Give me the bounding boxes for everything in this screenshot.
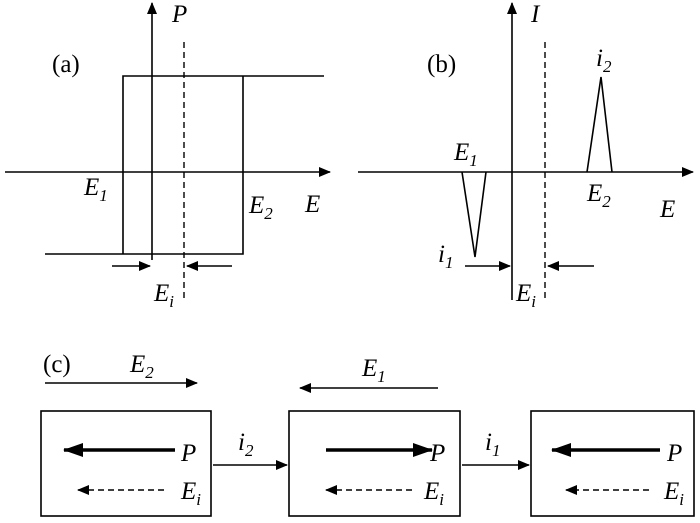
panel-b-axis-e: E [659,196,675,223]
panel-a-label-e1: E1 [83,174,108,205]
panel-b-label-i2: i2 [596,45,612,76]
state-box-3-ei: Ei [663,478,684,509]
panel-a-axis-e: E [304,191,320,218]
panel-b-label-e1: E1 [453,139,478,170]
state-box-1: P Ei [40,410,212,517]
state-box-2-p: P [429,440,445,467]
panel-b-switching-current: (b) I E E1 E2 i2 i1 Ei [358,1,694,311]
panel-b-label-ei: Ei [515,280,536,311]
panel-a-tag: (a) [52,51,80,78]
state-box-1-ei: Ei [180,478,201,509]
state-box-2-frame [288,410,461,517]
panel-a-label-e2: E2 [248,192,273,223]
hysteresis-loop [45,75,324,255]
state-box-3-p: P [666,440,682,467]
panel-a-axis-p: P [171,1,187,28]
panel-c-tag: (c) [43,351,71,378]
panel-a-label-ei: Ei [153,280,174,311]
panel-b-tag: (b) [427,51,456,78]
panel-a-hysteresis: (a) P E E1 E2 Ei [5,1,331,311]
current-peak-positive [586,76,613,173]
state-box-1-p: P [180,440,196,467]
applied-field-e2-label: E2 [129,351,154,382]
state-box-2-ei: Ei [423,478,444,509]
panel-b-label-e2: E2 [586,180,611,211]
state-box-2: P Ei [288,410,461,517]
panel-c-switching-sequence: (c) E2 E1 P Ei i2 P Ei i1 P [40,351,695,517]
state-box-3-frame [530,410,695,517]
applied-field-e1-label: E1 [361,355,386,386]
state-box-1-frame [40,410,212,517]
state-box-3: P Ei [530,410,695,517]
current-peak-negative [461,171,487,258]
transition-1-label: i2 [238,429,254,460]
panel-b-label-i1: i1 [438,241,453,272]
transition-2-label: i1 [485,429,500,460]
panel-b-axis-i: I [530,1,541,28]
